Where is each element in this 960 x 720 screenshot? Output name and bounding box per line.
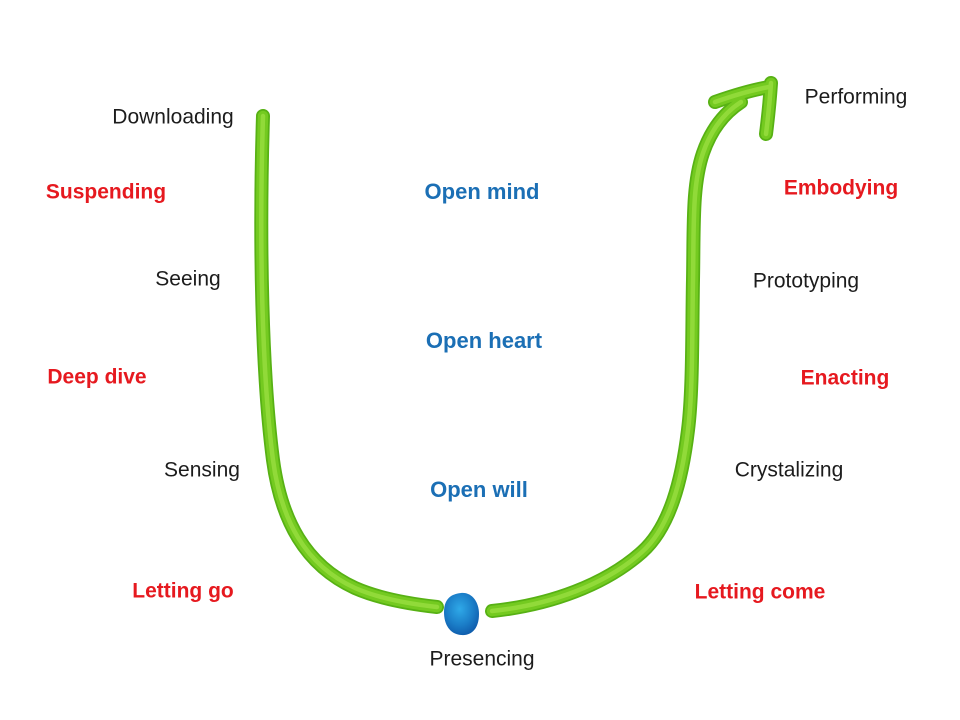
- label-prototyping: Prototyping: [752, 269, 860, 293]
- label-open-mind: Open mind: [424, 178, 540, 204]
- label-open-will: Open will: [430, 476, 528, 502]
- label-suspending: Suspending: [45, 180, 167, 204]
- label-letting-come: Letting come: [694, 580, 826, 604]
- label-downloading: Downloading: [112, 105, 234, 129]
- label-sensing: Sensing: [164, 458, 240, 482]
- label-presencing: Presencing: [429, 647, 535, 671]
- label-open-heart: Open heart: [425, 327, 543, 353]
- label-deep-dive: Deep dive: [47, 365, 147, 389]
- label-letting-go: Letting go: [132, 579, 234, 603]
- label-embodying: Embodying: [783, 176, 899, 200]
- presencing-dot: [444, 592, 479, 636]
- u-curve-left-segment: [261, 116, 437, 607]
- label-enacting: Enacting: [800, 366, 890, 390]
- label-crystalizing: Crystalizing: [734, 458, 844, 482]
- label-performing: Performing: [804, 85, 908, 109]
- label-seeing: Seeing: [155, 267, 221, 291]
